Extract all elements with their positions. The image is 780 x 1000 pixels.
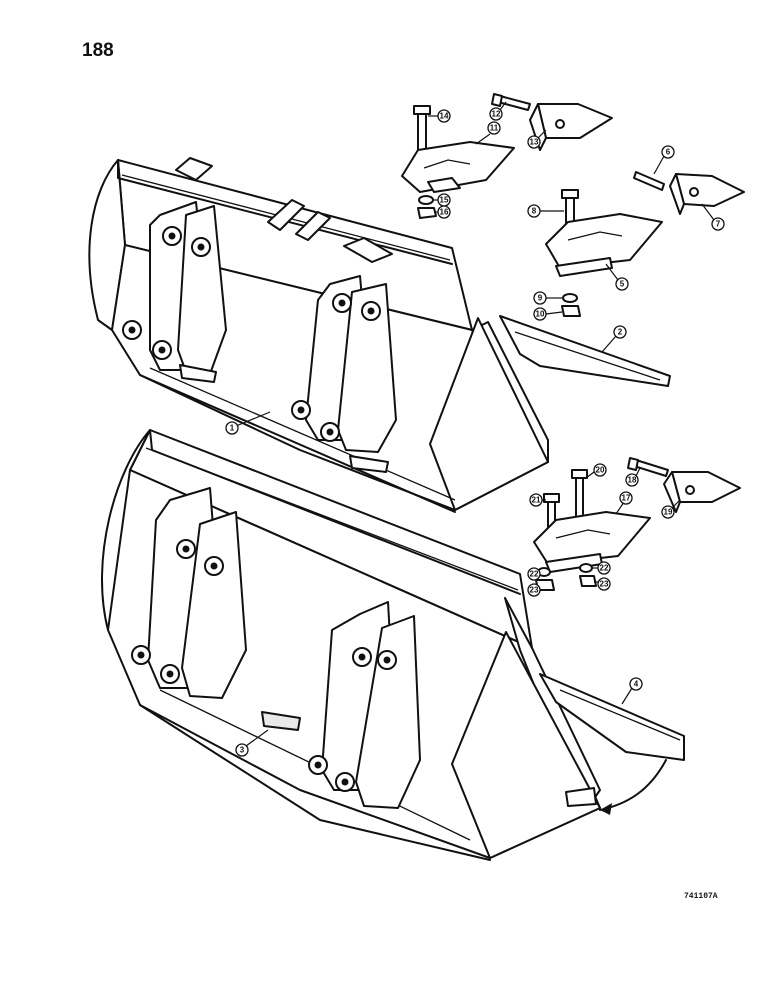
callout-19: 19 — [661, 499, 681, 519]
svg-text:23: 23 — [530, 586, 539, 595]
svg-text:2: 2 — [618, 328, 623, 337]
callout-17: 17 — [615, 491, 633, 515]
callout-1: 1 — [225, 411, 271, 435]
svg-text:14: 14 — [440, 112, 449, 121]
svg-text:9: 9 — [538, 294, 543, 303]
svg-text:18: 18 — [628, 476, 637, 485]
callout-12: 12 — [489, 101, 507, 121]
svg-text:19: 19 — [664, 508, 673, 517]
svg-text:8: 8 — [532, 207, 537, 216]
upper-bucket — [88, 157, 671, 513]
callout-7: 7 — [701, 203, 725, 231]
svg-text:11: 11 — [490, 124, 499, 133]
callout-23-left: 23 — [527, 583, 541, 597]
callout-22-right: 22 — [592, 561, 611, 575]
callout-8: 8 — [527, 204, 564, 218]
callout-20: 20 — [585, 463, 607, 479]
callout-3: 3 — [235, 729, 269, 757]
svg-text:16: 16 — [440, 208, 449, 217]
callout-2: 2 — [601, 325, 627, 353]
callout-10: 10 — [533, 307, 563, 321]
callout-18: 18 — [625, 467, 641, 487]
page-number: 188 — [82, 40, 114, 61]
svg-text:1: 1 — [230, 424, 235, 433]
figure-code: 741107A — [684, 892, 718, 901]
lower-bucket — [101, 429, 685, 861]
svg-text:10: 10 — [536, 310, 545, 319]
svg-text:4: 4 — [634, 680, 639, 689]
svg-text:3: 3 — [240, 746, 245, 755]
hardware-parts — [401, 93, 745, 591]
callout-23-right: 23 — [594, 577, 611, 591]
svg-text:22: 22 — [530, 570, 539, 579]
callout-11: 11 — [475, 121, 501, 145]
svg-text:12: 12 — [492, 110, 501, 119]
svg-text:6: 6 — [666, 148, 671, 157]
svg-text:5: 5 — [620, 280, 625, 289]
callout-16: 16 — [436, 205, 451, 219]
svg-text:15: 15 — [440, 196, 449, 205]
callout-13: 13 — [527, 129, 547, 149]
svg-text:20: 20 — [596, 466, 605, 475]
callout-22-left: 22 — [527, 567, 541, 581]
callout-5: 5 — [605, 263, 629, 291]
callout-9: 9 — [533, 291, 562, 305]
callout-4: 4 — [621, 677, 643, 705]
callout-6: 6 — [653, 145, 675, 175]
svg-text:22: 22 — [600, 564, 609, 573]
callout-15: 15 — [434, 193, 451, 207]
svg-text:23: 23 — [600, 580, 609, 589]
callout-14: 14 — [428, 109, 451, 123]
svg-text:7: 7 — [716, 220, 721, 229]
svg-text:21: 21 — [532, 496, 541, 505]
svg-text:17: 17 — [622, 494, 631, 503]
svg-text:13: 13 — [530, 138, 539, 147]
callout-21: 21 — [529, 493, 546, 507]
